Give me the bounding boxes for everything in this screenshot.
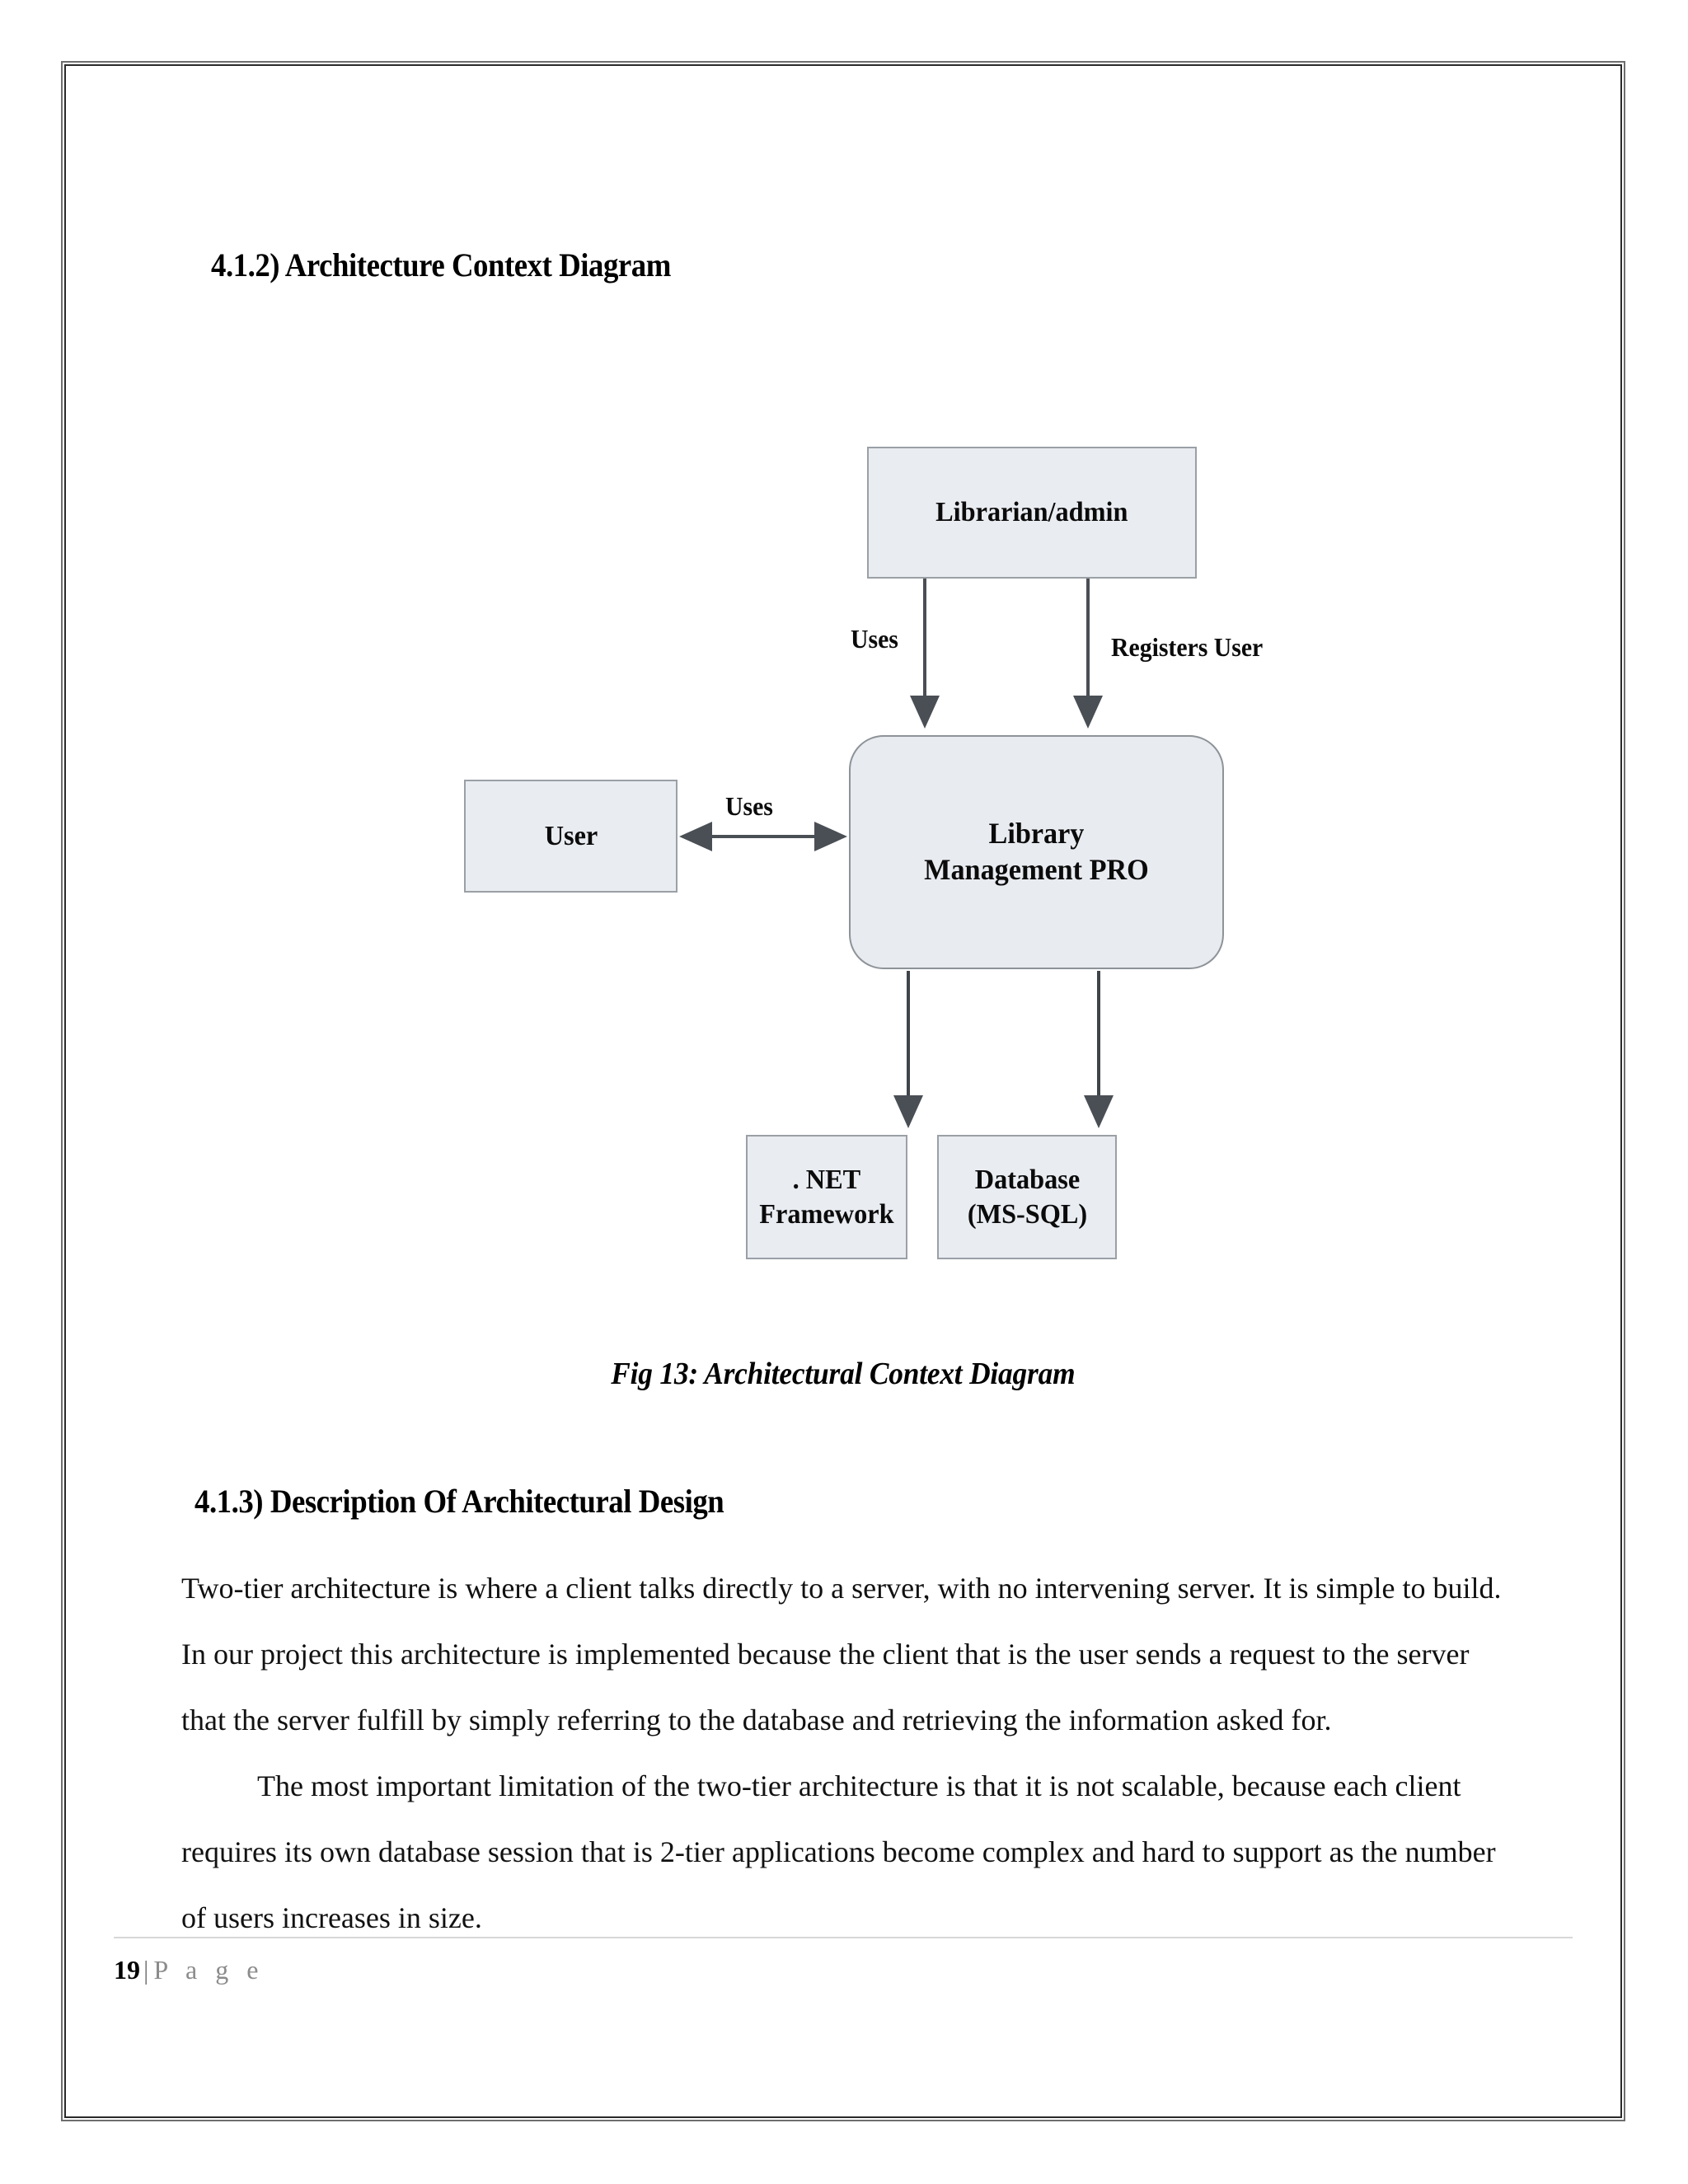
page-content: 4.1.2) Architecture Context Diagram: [66, 66, 1620, 2116]
diagram-connectors-layer: [679, 579, 1114, 1128]
paragraph-1-text: Two-tier architecture is where a client …: [181, 1572, 1502, 1736]
paragraph-2: The most important limitation of the two…: [181, 1754, 1508, 1952]
edge-label-user-uses: Uses: [725, 791, 773, 821]
architecture-context-diagram: Librarian/admin User Library Management …: [66, 379, 1624, 1302]
page-footer: 19|P a g e: [114, 1955, 264, 1985]
node-database-mssql[interactable]: Database (MS-SQL): [937, 1135, 1117, 1259]
node-librarian-admin[interactable]: Librarian/admin: [867, 447, 1197, 579]
figure-caption-text: Fig 13: Architectural Context Diagram: [611, 1357, 1076, 1391]
page-footer-label: P a g e: [153, 1955, 265, 1985]
node-system-line-1: Library: [988, 817, 1085, 851]
node-dotnet-framework[interactable]: . NET Framework: [746, 1135, 907, 1259]
body-copy: Two-tier architecture is where a client …: [181, 1556, 1508, 1951]
page-number: 19: [114, 1955, 140, 1985]
page-footer-separator: |: [143, 1955, 149, 1985]
node-database-line-2: (MS-SQL): [967, 1198, 1087, 1230]
node-database-mssql-label: Database (MS-SQL): [967, 1163, 1086, 1231]
node-dotnet-framework-label: . NET Framework: [759, 1163, 893, 1231]
node-database-line-1: Database: [974, 1165, 1080, 1196]
edge-label-librarian-uses: Uses: [851, 624, 898, 654]
node-user-label: User: [544, 820, 598, 851]
node-system-line-2: Management PRO: [924, 853, 1149, 886]
node-librarian-admin-label: Librarian/admin: [935, 497, 1128, 528]
node-dotnet-line-1: . NET: [792, 1165, 861, 1196]
node-dotnet-line-2: Framework: [759, 1198, 894, 1230]
footer-divider: [114, 1937, 1573, 1938]
node-library-management-pro-label: Library Management PRO: [924, 816, 1149, 888]
edge-label-registers-user: Registers User: [1111, 632, 1264, 662]
figure-caption: Fig 13: Architectural Context Diagram: [66, 1356, 1620, 1392]
paragraph-1: Two-tier architecture is where a client …: [181, 1556, 1508, 1754]
node-library-management-pro[interactable]: Library Management PRO: [849, 735, 1224, 969]
section-heading-4-1-3: 4.1.3) Description Of Architectural Desi…: [195, 1483, 724, 1520]
document-page: 4.1.2) Architecture Context Diagram: [61, 61, 1625, 2121]
section-heading-4-1-2: 4.1.2) Architecture Context Diagram: [211, 246, 671, 284]
node-user[interactable]: User: [464, 780, 678, 893]
paragraph-2-text: The most important limitation of the two…: [181, 1769, 1496, 1934]
